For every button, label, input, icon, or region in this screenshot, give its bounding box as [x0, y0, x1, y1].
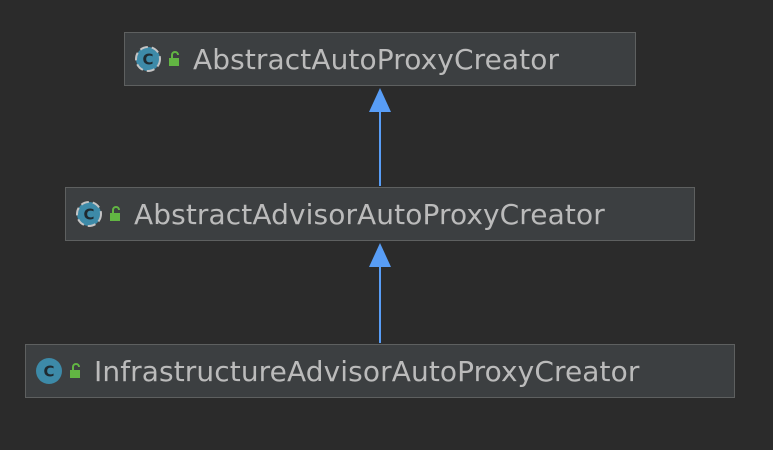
svg-text:C: C	[43, 363, 54, 381]
class-node-abstract-advisor-auto-proxy-creator[interactable]: C AbstractAdvisorAutoProxyCreator	[65, 187, 695, 241]
arrowhead-icon	[369, 88, 391, 112]
public-lock-icon	[110, 206, 120, 221]
class-name: InfrastructureAdvisorAutoProxyCreator	[94, 354, 640, 388]
class-name: AbstractAdvisorAutoProxyCreator	[134, 197, 605, 231]
class-name: AbstractAutoProxyCreator	[193, 42, 560, 76]
class-icon: C	[36, 358, 62, 384]
class-node-abstract-auto-proxy-creator[interactable]: C AbstractAutoProxyCreator	[124, 32, 636, 86]
public-lock-icon	[169, 51, 179, 66]
abstract-class-icon: C	[135, 46, 161, 72]
class-node-infrastructure-advisor-auto-proxy-creator[interactable]: C InfrastructureAdvisorAutoProxyCreator	[25, 344, 735, 398]
public-lock-icon	[70, 363, 80, 378]
edge-n3-extends-n2	[369, 243, 391, 343]
edge-n2-extends-n1	[369, 88, 391, 186]
svg-text:C: C	[83, 206, 94, 224]
arrowhead-icon	[369, 243, 391, 267]
svg-text:C: C	[142, 51, 153, 69]
abstract-class-icon: C	[76, 201, 102, 227]
